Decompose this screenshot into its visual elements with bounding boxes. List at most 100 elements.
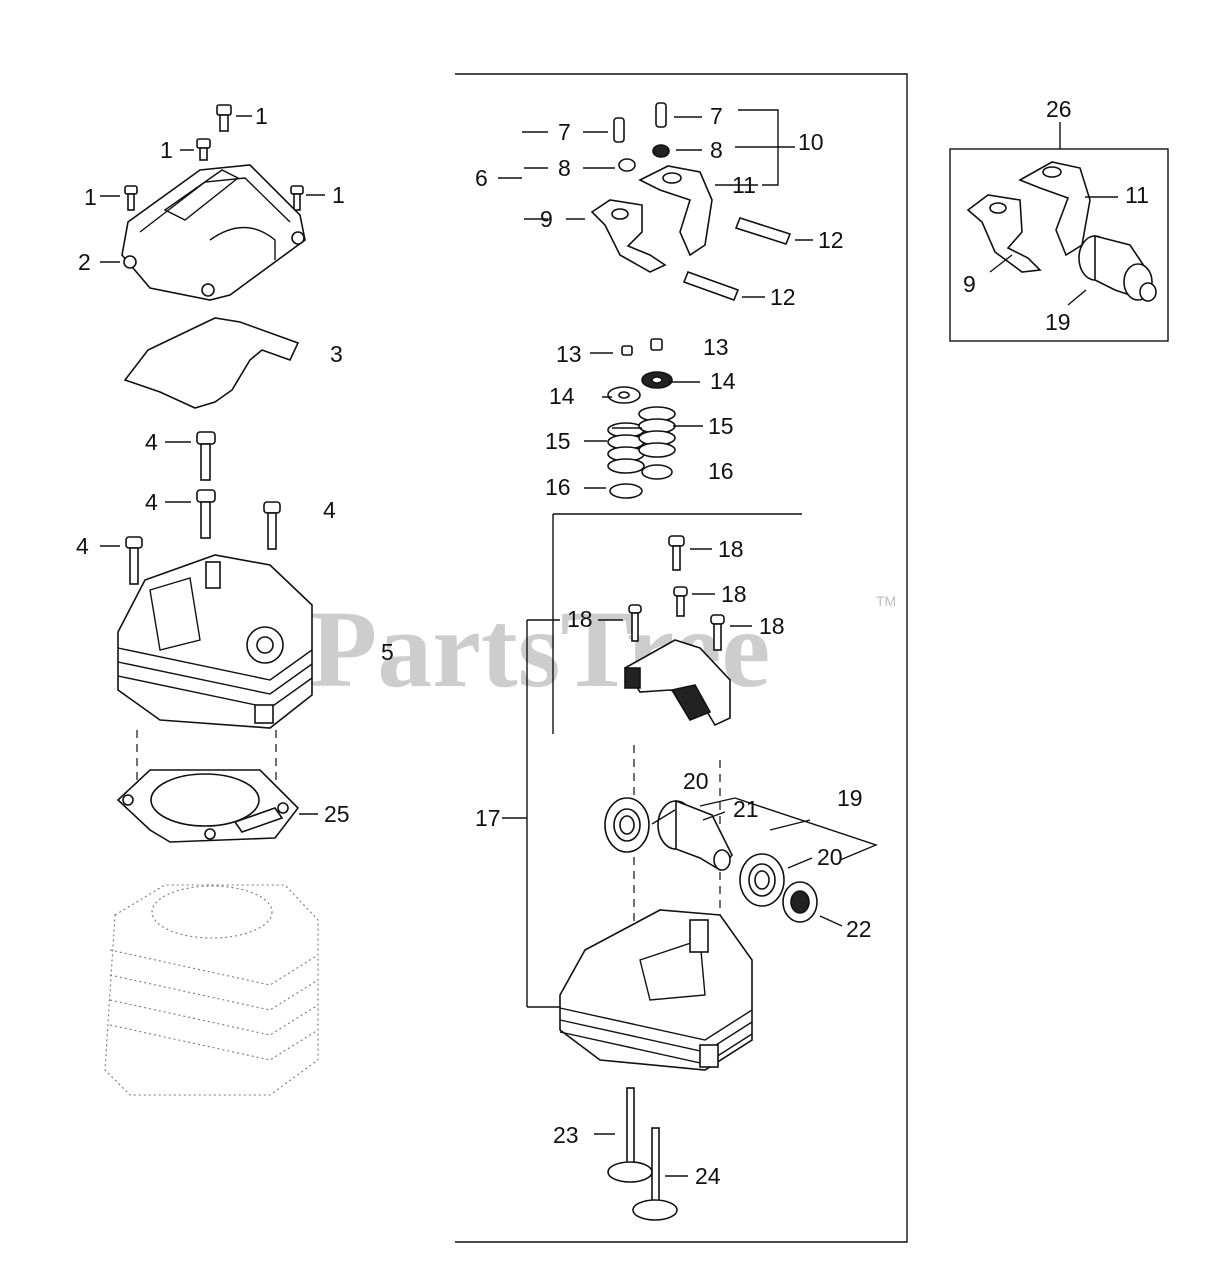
screw-part-1-top[interactable] bbox=[216, 104, 232, 132]
kit-rocker-arm-part-11[interactable] bbox=[1018, 161, 1091, 257]
callout-14: 14 bbox=[549, 383, 575, 409]
callout-25: 25 bbox=[324, 801, 350, 827]
callout-2: 2 bbox=[78, 249, 91, 275]
callout-10-bracket bbox=[735, 109, 795, 186]
oil-seal-part-22[interactable] bbox=[782, 881, 818, 923]
callout-7: 7 bbox=[558, 119, 571, 145]
callout-1: 1 bbox=[160, 137, 173, 163]
valve-seal-part-8-left[interactable] bbox=[618, 158, 636, 172]
callout-18: 18 bbox=[567, 606, 593, 632]
valve-seal-part-8-right[interactable] bbox=[652, 144, 670, 158]
callout-18: 18 bbox=[718, 536, 744, 562]
callout-19: 19 bbox=[837, 785, 863, 811]
valve-cap-part-13-right[interactable] bbox=[650, 338, 663, 351]
callout-1: 1 bbox=[255, 103, 268, 129]
callout-5: 5 bbox=[381, 639, 394, 665]
callout-16: 16 bbox=[545, 474, 571, 500]
bolt-part-4-right[interactable] bbox=[263, 501, 281, 550]
screw-part-1-right[interactable] bbox=[290, 185, 304, 211]
valve-part-23[interactable] bbox=[607, 1087, 653, 1183]
valve-cap-part-13-left[interactable] bbox=[621, 345, 633, 356]
bearing-part-20-right[interactable] bbox=[739, 853, 785, 907]
spring-retainer-part-14-right[interactable] bbox=[641, 371, 673, 389]
callout-6: 6 bbox=[475, 165, 488, 191]
kit-camshaft-part-19[interactable] bbox=[1078, 234, 1157, 302]
callout-3: 3 bbox=[330, 341, 343, 367]
rocker-arm-part-9[interactable] bbox=[590, 199, 667, 273]
callout-26: 26 bbox=[1046, 96, 1072, 122]
callout-10: 10 bbox=[798, 129, 824, 155]
callout-19: 19 bbox=[1045, 309, 1071, 335]
callout-1: 1 bbox=[84, 184, 97, 210]
callout-22: 22 bbox=[846, 916, 872, 942]
bolt-part-4-middle[interactable] bbox=[196, 489, 216, 539]
callout-13: 13 bbox=[556, 341, 582, 367]
valve-cover-part-2[interactable] bbox=[121, 164, 306, 301]
callout-15: 15 bbox=[708, 413, 734, 439]
bolt-part-18-upper[interactable] bbox=[673, 586, 688, 617]
valve-spring-part-15-left[interactable] bbox=[607, 422, 645, 474]
callout-19-bracket bbox=[699, 797, 878, 861]
callout-15: 15 bbox=[545, 428, 571, 454]
bolt-part-18-right[interactable] bbox=[710, 614, 725, 651]
callout-24: 24 bbox=[695, 1163, 721, 1189]
callout-9: 9 bbox=[540, 206, 553, 232]
kit-rocker-arm-part-9[interactable] bbox=[966, 194, 1042, 273]
center-group-frame bbox=[455, 73, 908, 1243]
head-gasket-part-25[interactable] bbox=[116, 769, 300, 843]
callout-21: 21 bbox=[733, 796, 759, 822]
callout-18: 18 bbox=[759, 613, 785, 639]
cover-gasket-part-3[interactable] bbox=[123, 317, 300, 409]
callout-7: 7 bbox=[710, 103, 723, 129]
bearing-part-20-left[interactable] bbox=[604, 797, 650, 853]
callout-20: 20 bbox=[817, 844, 843, 870]
valve-lock-part-7-left[interactable] bbox=[613, 117, 625, 143]
rocker-pin-part-12-lower[interactable] bbox=[682, 270, 740, 302]
callout-labels: 1 1 1 1 2 3 4 4 4 4 5 6 7 7 8 8 9 9 10 1… bbox=[76, 96, 1149, 1189]
callout-8: 8 bbox=[710, 137, 723, 163]
callout-9: 9 bbox=[963, 271, 976, 297]
callout-16: 16 bbox=[708, 458, 734, 484]
callout-1: 1 bbox=[332, 182, 345, 208]
callout-4: 4 bbox=[145, 429, 158, 455]
watermark-trademark: TM bbox=[876, 593, 896, 609]
valve-spring-part-15-right[interactable] bbox=[638, 406, 676, 458]
callout-17: 17 bbox=[475, 805, 501, 831]
kit-26-frame bbox=[949, 148, 1169, 342]
rocker-pin-part-12-upper[interactable] bbox=[734, 217, 792, 245]
callout-8: 8 bbox=[558, 155, 571, 181]
callout-23: 23 bbox=[553, 1122, 579, 1148]
cylinder-head-part-5[interactable] bbox=[117, 554, 313, 729]
bolt-part-18-left[interactable] bbox=[628, 604, 642, 642]
valve-lock-part-7-right[interactable] bbox=[655, 102, 667, 128]
callout-14: 14 bbox=[710, 368, 736, 394]
subassembly-17-bracket-top bbox=[552, 513, 802, 734]
callout-4: 4 bbox=[145, 489, 158, 515]
spring-retainer-part-14-left[interactable] bbox=[607, 386, 641, 404]
subassembly-17-bracket bbox=[502, 619, 560, 1008]
bolt-part-4-top[interactable] bbox=[196, 431, 216, 481]
valve-part-24[interactable] bbox=[632, 1127, 678, 1221]
callout-12: 12 bbox=[770, 284, 796, 310]
callout-11: 11 bbox=[1125, 182, 1149, 208]
callout-4: 4 bbox=[76, 533, 89, 559]
spring-washer-part-16-right[interactable] bbox=[641, 464, 673, 480]
callout-12: 12 bbox=[818, 227, 844, 253]
callout-11: 11 bbox=[732, 172, 756, 198]
screw-part-1-left[interactable] bbox=[124, 185, 138, 211]
cylinder-reference-outline bbox=[104, 884, 319, 1096]
camshaft-holder[interactable] bbox=[623, 639, 731, 727]
callout-4: 4 bbox=[323, 497, 336, 523]
callout-13: 13 bbox=[703, 334, 729, 360]
callout-18: 18 bbox=[721, 581, 747, 607]
cylinder-head-lower[interactable] bbox=[559, 909, 753, 1071]
bolt-part-18-top[interactable] bbox=[668, 535, 685, 571]
leader-lines bbox=[100, 115, 1118, 1177]
callout-20: 20 bbox=[683, 768, 709, 794]
camshaft-part-21[interactable] bbox=[657, 799, 733, 872]
screw-part-1-upper[interactable] bbox=[196, 138, 211, 161]
rocker-arm-part-11[interactable] bbox=[638, 165, 713, 257]
spring-washer-part-16-left[interactable] bbox=[609, 483, 643, 499]
bolt-part-4-left[interactable] bbox=[125, 536, 143, 585]
